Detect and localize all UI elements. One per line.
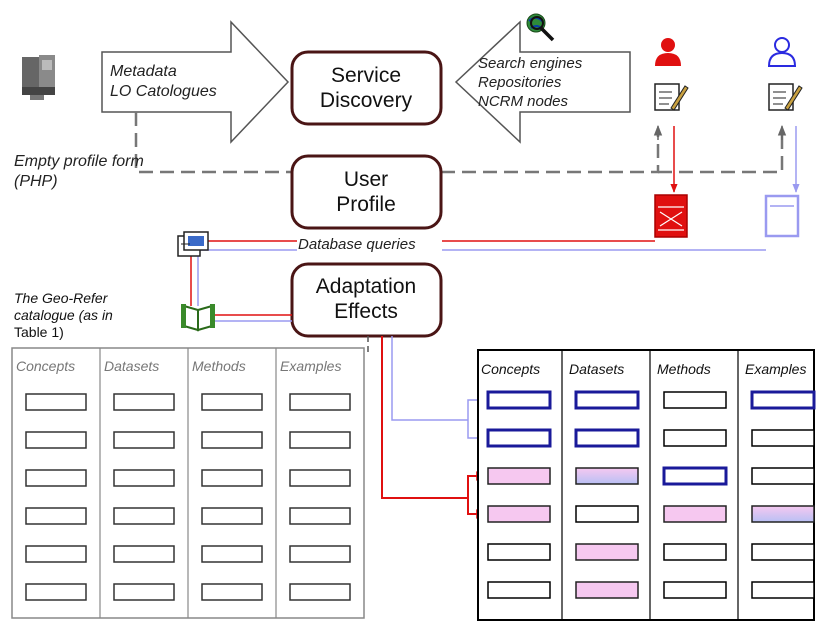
effects-label: Effects	[334, 300, 398, 323]
blue-database-icon	[764, 194, 800, 238]
service-label: Service	[331, 64, 401, 87]
geo-refer-catalogue-table: Concepts Datasets Methods Examples	[11, 347, 365, 619]
left-cell	[25, 393, 87, 411]
left-cell	[201, 393, 263, 411]
ncrm-nodes-label: NCRM nodes	[478, 93, 569, 110]
search-arrow: Search engines Repositories NCRM nodes	[454, 20, 631, 144]
left-cell	[289, 583, 351, 601]
red-form-icon	[654, 83, 689, 111]
geo-refer-line2: catalogue (as in	[14, 307, 113, 323]
database-queries-label: Database queries	[298, 236, 416, 253]
right-cell	[663, 429, 727, 447]
metadata-label: Metadata	[110, 63, 177, 80]
geo-refer-line1: The Geo-Refer	[14, 290, 109, 306]
search-engines-label: Search engines	[478, 55, 583, 72]
right-cell	[575, 505, 639, 523]
profile-label: Profile	[336, 193, 396, 216]
right-cell-pink	[663, 505, 727, 523]
left-col-header: Examples	[280, 358, 341, 374]
left-cell	[25, 469, 87, 487]
right-cell	[663, 391, 727, 409]
right-cell-pink	[575, 581, 639, 599]
left-cell	[113, 431, 175, 449]
right-col-header: Methods	[657, 361, 711, 377]
catalogue-connector	[214, 314, 292, 322]
database-query-lines	[190, 240, 766, 306]
left-cell	[201, 469, 263, 487]
right-col-header: Concepts	[481, 361, 540, 377]
left-cell	[289, 431, 351, 449]
left-cell	[25, 545, 87, 563]
left-cell	[25, 431, 87, 449]
empty-profile-label: Empty profile form	[14, 153, 144, 170]
right-cell-pink	[575, 543, 639, 561]
geo-refer-line3: Table 1)	[14, 324, 64, 340]
adaptation-blue-line	[391, 336, 468, 421]
right-cell	[751, 543, 815, 561]
left-cell	[113, 507, 175, 525]
repositories-label: Repositories	[478, 74, 562, 91]
left-cell	[289, 545, 351, 563]
profile-form-connector	[134, 112, 784, 174]
globe-search-icon	[526, 13, 555, 42]
right-cell	[751, 429, 815, 447]
right-col-header: Examples	[745, 361, 806, 377]
adaptation-red-line	[381, 336, 468, 499]
right-cell	[487, 581, 551, 599]
left-cell	[25, 507, 87, 525]
left-cell	[113, 545, 175, 563]
red-database-icon	[654, 194, 688, 238]
right-cell-mixed	[575, 467, 639, 485]
right-cell-mixed	[751, 505, 815, 523]
left-cell	[201, 545, 263, 563]
adapted-catalogue-table: Concepts Datasets Methods Examples	[477, 349, 816, 621]
database-query-icon	[177, 231, 209, 257]
left-cell	[201, 583, 263, 601]
left-col-header: Methods	[192, 358, 246, 374]
right-cell-blue	[750, 390, 816, 410]
right-cell	[663, 543, 727, 561]
right-cell	[751, 581, 815, 599]
left-cell	[113, 469, 175, 487]
left-col-header: Datasets	[104, 358, 159, 374]
left-cell	[25, 583, 87, 601]
discovery-label: Discovery	[320, 89, 413, 112]
left-cell	[289, 469, 351, 487]
service-discovery-box: Service Discovery	[290, 50, 443, 126]
right-cell-blue	[662, 466, 728, 486]
left-cell	[289, 507, 351, 525]
right-col-header: Datasets	[569, 361, 624, 377]
right-cell-blue	[574, 390, 640, 410]
blue-form-icon	[768, 83, 803, 111]
database-queries-bg	[297, 234, 442, 254]
php-label: (PHP)	[14, 173, 58, 190]
blue-user-icon	[767, 37, 797, 67]
user-label: User	[344, 168, 388, 191]
left-cell	[113, 393, 175, 411]
right-cell-pink	[487, 505, 551, 523]
left-cell	[201, 507, 263, 525]
right-cell-blue	[486, 428, 552, 448]
right-cell-blue	[486, 390, 552, 410]
right-cell	[751, 467, 815, 485]
left-cell	[201, 431, 263, 449]
book-icon	[181, 304, 215, 332]
red-user-icon	[655, 38, 681, 66]
right-cell	[487, 543, 551, 561]
adaptation-label: Adaptation	[316, 275, 416, 298]
left-cell	[113, 583, 175, 601]
adaptation-effects-box: Adaptation Effects	[290, 262, 443, 338]
left-col-header: Concepts	[16, 358, 75, 374]
right-cell	[663, 581, 727, 599]
right-cell-pink	[487, 467, 551, 485]
lo-catalogues-label: LO Catologues	[110, 83, 217, 100]
right-cell-blue	[574, 428, 640, 448]
left-cell	[289, 393, 351, 411]
computer-icon	[22, 55, 55, 100]
metadata-arrow: Metadata LO Catologues	[101, 20, 290, 144]
user-profile-box: User Profile	[290, 154, 443, 230]
